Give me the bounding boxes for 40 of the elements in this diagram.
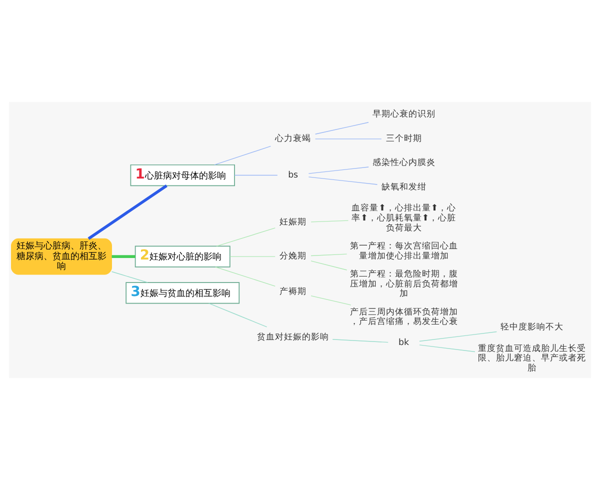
node-text: 分娩期 [280, 252, 307, 262]
connector [310, 295, 352, 306]
connector [310, 220, 349, 222]
node-text: 第一产程：每次宫缩回心血量增加使心排出量增加 [350, 242, 458, 262]
node-text: 轻中度影响不大 [500, 322, 564, 333]
connector [310, 254, 348, 256]
connector [419, 331, 498, 342]
node-text: 感染性心内膜炎 [372, 158, 436, 168]
node-text: 血容量⬆，心排出量⬆，心率⬆，心肌耗氧量⬆，心脏负荷最大 [352, 204, 456, 234]
connector [308, 166, 369, 174]
connector [88, 184, 168, 240]
node-text: 重度贫血可造成胎儿生长受限、胎儿窘迫、早产或者死胎 [478, 344, 586, 374]
node-text: 妊娠期 [280, 218, 307, 228]
node-box: 1心脏病对母体的影响 [130, 164, 235, 186]
node-text: bk [398, 338, 410, 348]
connector [308, 176, 378, 185]
node-text: 第二产程：最危险时期，腹压增加，心脏前后负荷都增加 [350, 269, 458, 300]
connector [234, 174, 278, 176]
connector [216, 228, 276, 247]
node-box: 3妊娠与贫血的相互影响 [126, 282, 240, 304]
node-text: 产褥期 [280, 286, 307, 297]
node-text: 三个时期 [386, 134, 422, 144]
connector [215, 266, 276, 287]
connector [112, 255, 136, 258]
node-box: 2妊娠对心脏的影响 [134, 246, 230, 268]
connector [214, 146, 272, 166]
node-text: 心力衰竭 [275, 134, 312, 144]
node-text: 贫血对妊娠的影响 [257, 332, 330, 342]
connector [310, 260, 348, 270]
connector [230, 256, 276, 257]
connector [332, 339, 388, 343]
node-text: 产后三周内体循环负荷增加，产后宫缩痛，易发生心衰 [350, 307, 458, 328]
connector [314, 122, 369, 134]
connector [208, 302, 268, 328]
node-text: 缺氧和发绀 [381, 182, 426, 192]
connector [419, 344, 476, 352]
connector [314, 138, 382, 140]
node-text: bs [288, 170, 298, 180]
node-text: 早期心衰的识别 [372, 110, 436, 120]
node-box: 妊娠与心脏病、肝炎、糖尿病、贫血的相互影响 [11, 238, 112, 275]
